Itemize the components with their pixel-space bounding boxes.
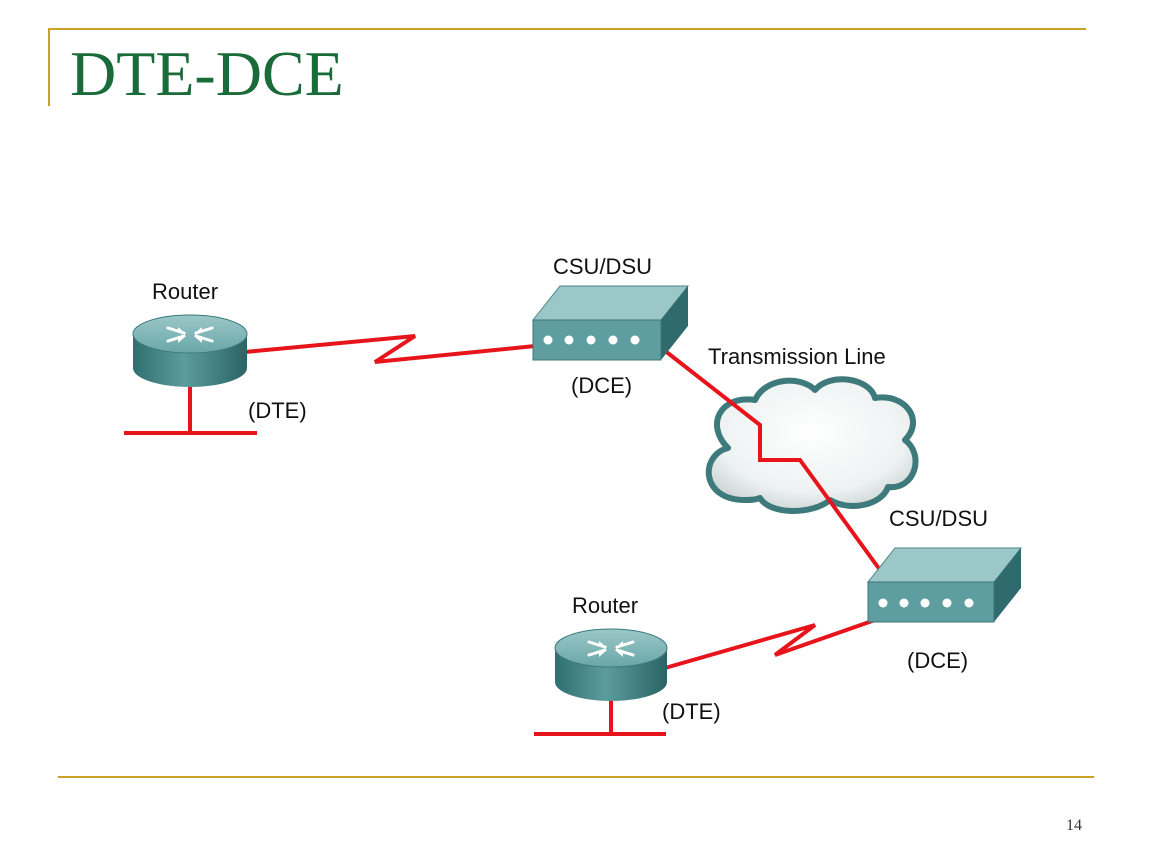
csu-dsu-icon [531, 285, 690, 361]
slide-title: DTE-DCE [70, 38, 344, 109]
csu-dsu-bottom: CSU/DSU (DCE) [866, 506, 1023, 673]
csu-dsu-top: CSU/DSU (DCE) [531, 254, 690, 398]
transmission-line-label: Transmission Line [708, 344, 886, 369]
left-rule [48, 28, 50, 106]
csu-dsu-bottom-role: (DCE) [907, 648, 968, 673]
link-bottom [664, 618, 876, 670]
page-number: 14 [1066, 817, 1082, 834]
link-top-right-to-bottom [653, 341, 882, 572]
csu-dsu-top-label: CSU/DSU [553, 254, 652, 279]
router-top: Router (DTE) [124, 279, 307, 435]
router-bottom-role: (DTE) [662, 699, 721, 724]
router-top-role: (DTE) [248, 398, 307, 423]
router-bottom-label: Router [572, 593, 638, 618]
router-top-label: Router [152, 279, 218, 304]
bottom-rule [58, 776, 1094, 778]
router-icon [132, 314, 248, 387]
top-rule [48, 28, 1086, 30]
csu-dsu-top-role: (DCE) [571, 373, 632, 398]
link-top-left [244, 334, 536, 364]
csu-dsu-bottom-label: CSU/DSU [889, 506, 988, 531]
csu-dsu-icon [866, 547, 1023, 623]
cloud-icon [705, 376, 919, 514]
router-icon [554, 628, 668, 701]
router-bottom: Router (DTE) [534, 593, 721, 736]
